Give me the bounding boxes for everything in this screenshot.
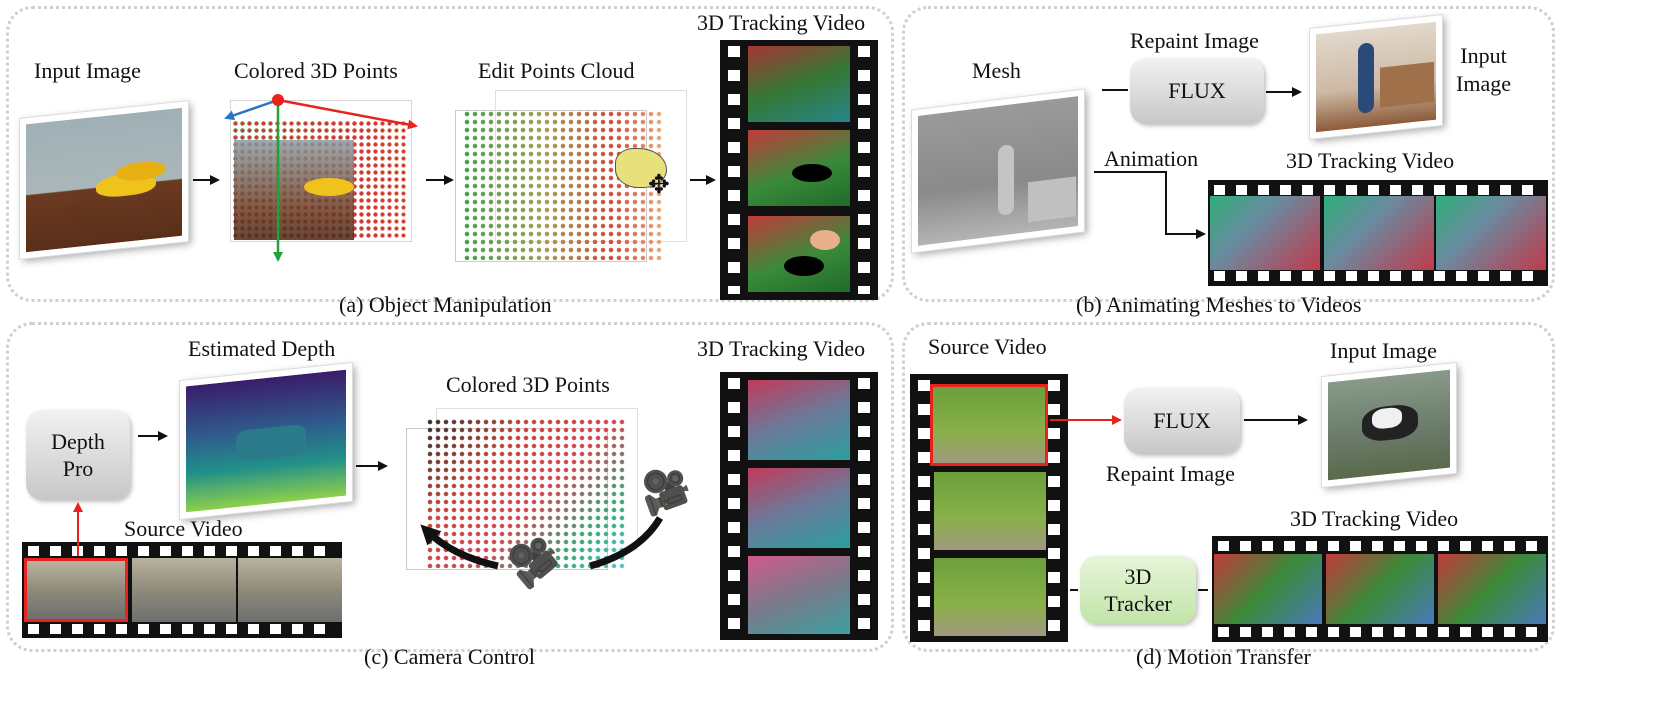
tracking-video-filmstrip-d	[1212, 536, 1548, 642]
tracking-frame-b2	[1324, 196, 1434, 270]
tracking-video-label-d: 3D Tracking Video	[1290, 506, 1459, 531]
flux-node-b: FLUX	[1130, 58, 1264, 124]
source-video-label-c: Source Video	[124, 516, 243, 541]
flux-label-d: FLUX	[1153, 408, 1211, 434]
source-frame-c1	[24, 558, 128, 622]
flux-node-d: FLUX	[1124, 388, 1240, 454]
caption-a: (a) Object Manipulation	[339, 292, 552, 317]
source-video-filmstrip-c	[22, 542, 342, 638]
input-image-label-b: Input Image	[1456, 43, 1511, 96]
colored-points-cloud	[230, 100, 420, 260]
tracking-frame-b3	[1436, 196, 1546, 270]
tracking-video-label-b: 3D Tracking Video	[1286, 148, 1455, 173]
source-frame-d1	[930, 384, 1048, 466]
tracking-video-filmstrip-a	[720, 40, 878, 300]
tracking-frame-d1	[1214, 554, 1322, 624]
input-image-label: Input Image	[34, 58, 141, 83]
estimated-depth-map	[179, 361, 353, 521]
flux-label-b: FLUX	[1168, 78, 1226, 104]
input-image-label-d: Input Image	[1330, 338, 1437, 363]
source-frame-d2	[934, 472, 1046, 550]
tracking-frame-a2	[748, 130, 850, 206]
repaint-label-d: Repaint Image	[1106, 461, 1235, 486]
tracking-frame-d3	[1438, 554, 1546, 624]
input-image-bananas	[19, 100, 189, 260]
edit-points-label: Edit Points Cloud	[478, 58, 635, 83]
tracking-video-filmstrip-b	[1208, 180, 1548, 286]
panel-motion-transfer	[902, 322, 1555, 652]
move-cursor-icon: ✥	[648, 170, 670, 199]
tracking-frame-c3	[748, 556, 850, 634]
input-image-woman	[1309, 13, 1443, 141]
depth-pro-label: Depth Pro	[51, 428, 105, 482]
tracking-frame-c2	[748, 468, 850, 548]
source-video-label-d: Source Video	[928, 334, 1047, 359]
mesh-label: Mesh	[972, 58, 1021, 83]
tracking-frame-d2	[1326, 554, 1434, 624]
caption-d: (d) Motion Transfer	[1136, 644, 1311, 669]
estimated-depth-label: Estimated Depth	[188, 336, 336, 361]
colored-points-label-c: Colored 3D Points	[446, 372, 610, 397]
panel-animating-meshes	[902, 6, 1555, 302]
edit-points-cloud	[455, 90, 695, 270]
caption-b: (b) Animating Meshes to Videos	[1076, 292, 1362, 317]
tracking-video-filmstrip-c	[720, 372, 878, 640]
source-frame-c2	[132, 558, 236, 622]
source-frame-d3	[934, 558, 1046, 636]
tracker-node: 3D Tracker	[1080, 556, 1196, 624]
depth-pro-node: Depth Pro	[26, 410, 130, 500]
panel-object-manipulation	[6, 6, 894, 302]
source-video-filmstrip-d	[910, 374, 1068, 642]
source-frame-c3	[238, 558, 342, 622]
tracking-frame-b1	[1210, 196, 1320, 270]
tracking-frame-a3	[748, 216, 850, 292]
tracker-label: 3D Tracker	[1104, 563, 1172, 617]
tracking-frame-a1	[748, 46, 850, 122]
mesh-image	[911, 88, 1085, 254]
tracking-video-label-c: 3D Tracking Video	[697, 336, 866, 361]
repaint-label-b: Repaint Image	[1130, 28, 1259, 53]
tracking-video-label-a: 3D Tracking Video	[697, 10, 866, 35]
colored-points-label: Colored 3D Points	[234, 58, 398, 83]
animation-label: Animation	[1104, 146, 1199, 171]
tracking-frame-c1	[748, 380, 850, 460]
panel-camera-control	[6, 322, 894, 652]
caption-c: (c) Camera Control	[364, 644, 536, 669]
input-image-cow	[1321, 361, 1457, 489]
